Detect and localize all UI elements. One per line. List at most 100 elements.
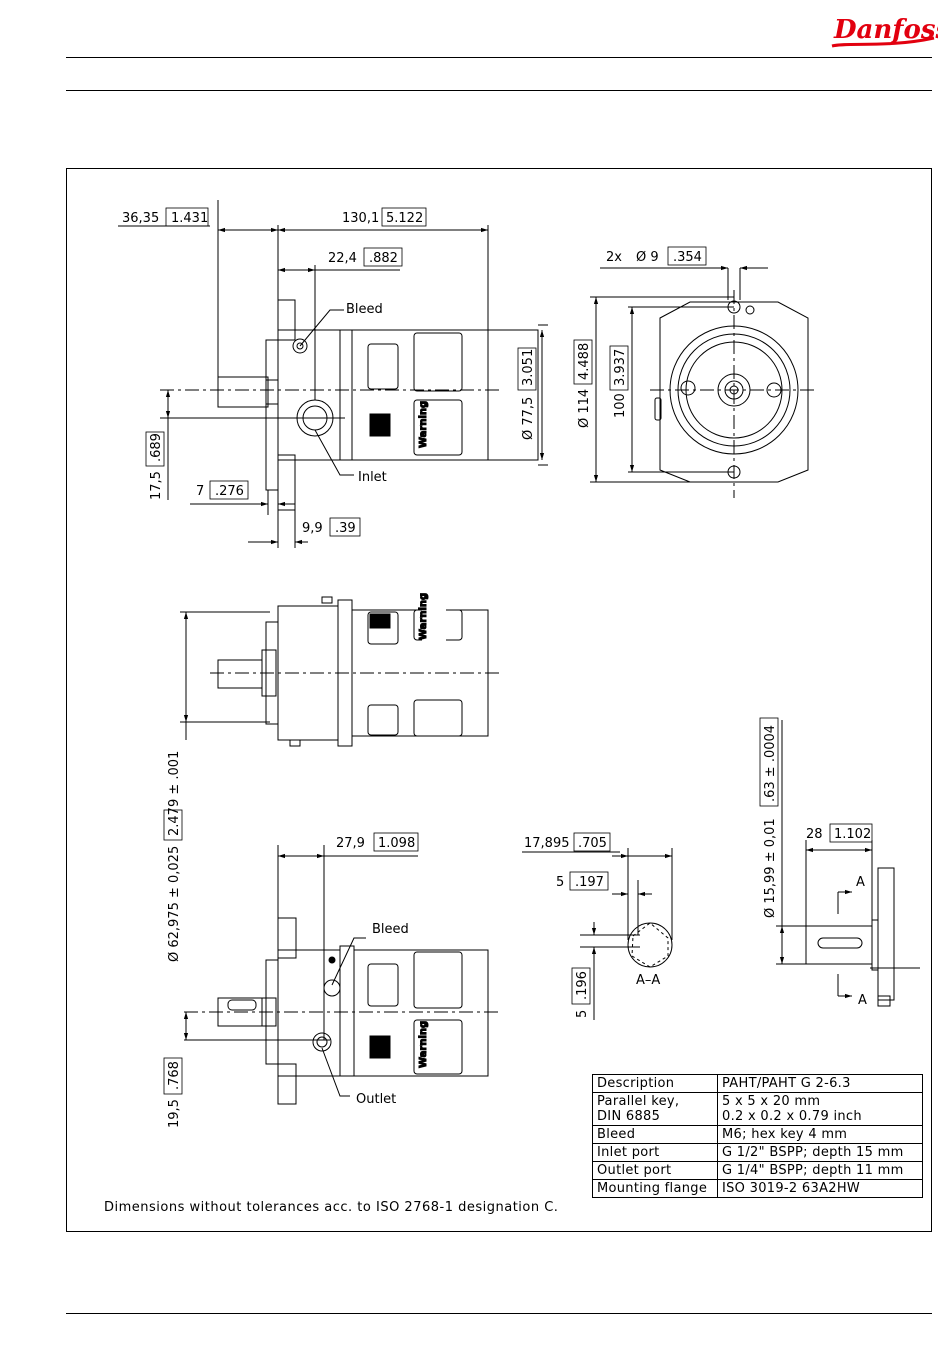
svg-text:.63 ± .0004: .63 ± .0004 (763, 725, 778, 802)
spec-value: G 1/2" BSPP; depth 15 mm (717, 1143, 923, 1162)
label-inlet: Inlet (358, 470, 387, 485)
front-view (590, 265, 818, 498)
dim-17-895: 17,895 .705 (524, 832, 611, 852)
svg-text:.196: .196 (575, 971, 590, 1000)
svg-text:17,5: 17,5 (149, 471, 164, 500)
spec-value: PAHT/PAHT G 2-6.3 (717, 1074, 923, 1093)
dim-114: Ø 114 4.488 (573, 339, 593, 428)
svg-text:.39: .39 (335, 521, 356, 536)
header-rule-bottom (66, 90, 932, 91)
svg-text:9,9: 9,9 (302, 521, 323, 536)
header-rule-top (66, 57, 932, 58)
label-bleed-top: Bleed (346, 302, 383, 317)
svg-text:1.098: 1.098 (378, 836, 415, 851)
svg-text:19,5: 19,5 (167, 1099, 182, 1128)
label-bleed-bottom: Bleed (372, 922, 409, 937)
svg-text:Warning: Warning (418, 401, 429, 448)
svg-text:4.488: 4.488 (577, 343, 592, 380)
spec-value: M6; hex key 4 mm (717, 1125, 923, 1144)
dim-77-5: Ø 77,5 3.051 (517, 347, 537, 440)
svg-text:28: 28 (806, 827, 823, 842)
svg-text:130,1: 130,1 (342, 211, 379, 226)
dimension-labels: 36,35 1.431 130,1 5.122 22,4 .882 Bleed Inl… (122, 207, 873, 1128)
svg-text:.882: .882 (369, 251, 398, 266)
svg-text:5: 5 (556, 875, 564, 890)
dim-17-5: 17,5 .689 (145, 431, 165, 500)
svg-text:.689: .689 (149, 433, 164, 462)
svg-text:17,895: 17,895 (524, 836, 570, 851)
dim-2x-9: 2x Ø 9 .354 (606, 246, 707, 266)
svg-text:2x: 2x (606, 250, 622, 265)
footer-rule (66, 1313, 932, 1314)
svg-text:36,35: 36,35 (122, 211, 159, 226)
svg-text:7: 7 (196, 484, 204, 499)
svg-text:.354: .354 (673, 250, 702, 265)
svg-text:Warning: Warning (418, 593, 429, 640)
spec-key: Description (592, 1074, 718, 1093)
dim-22-4: 22,4 .882 (328, 247, 403, 267)
svg-text:Ø 15,99 ± 0,01: Ø 15,99 ± 0,01 (763, 818, 778, 918)
label-section-a-a: A–A (636, 973, 660, 988)
spec-key: Bleed (592, 1125, 718, 1144)
shaft-detail (776, 720, 920, 1007)
svg-text:Ø 62,975 ± 0,025: Ø 62,975 ± 0,025 (167, 846, 182, 962)
svg-text:Ø 77,5: Ø 77,5 (521, 397, 536, 440)
dims-view-1 (118, 200, 548, 548)
dim-28: 28 1.102 (806, 823, 873, 843)
spec-value: G 1/4" BSPP; depth 11 mm (717, 1161, 923, 1180)
dim-19-5: 19,5 .768 (163, 1057, 183, 1128)
label-section-a-bottom: A (858, 993, 867, 1008)
dim-27-9: 27,9 1.098 (336, 832, 419, 852)
spec-key: Parallel key, DIN 6885 (592, 1092, 718, 1126)
svg-text:27,9: 27,9 (336, 836, 365, 851)
svg-text:5.122: 5.122 (386, 211, 423, 226)
dim-5b: 5 .196 (571, 967, 591, 1018)
spec-key: Outlet port (592, 1161, 718, 1180)
side-view-top: Warning (160, 299, 539, 511)
svg-text:Ø 114: Ø 114 (577, 389, 592, 428)
dim-15-99: Ø 15,99 ± 0,01 .63 ± .0004 (759, 717, 779, 918)
top-view: Warning (180, 592, 500, 747)
svg-text:.768: .768 (167, 1061, 182, 1090)
svg-text:2.479 ± .001: 2.479 ± .001 (167, 751, 182, 836)
spec-key: Mounting flange (592, 1179, 718, 1198)
svg-text:100: 100 (613, 393, 628, 418)
svg-text:5: 5 (575, 1010, 590, 1018)
dim-5a: 5 .197 (556, 871, 609, 891)
section-a-a (522, 848, 673, 1020)
dim-7: 7 .276 (196, 480, 249, 500)
svg-text:Danfoss: Danfoss (833, 15, 938, 45)
svg-text:1.102: 1.102 (834, 827, 871, 842)
svg-text:.276: .276 (215, 484, 244, 499)
dim-36-35: 36,35 1.431 (122, 207, 209, 227)
svg-text:22,4: 22,4 (328, 251, 357, 266)
dim-130-1: 130,1 5.122 (342, 207, 427, 227)
spec-value: ISO 3019-2 63A2HW (717, 1179, 923, 1198)
spec-value: 5 x 5 x 20 mm 0.2 x 0.2 x 0.79 inch (717, 1092, 923, 1126)
side-view-bottom: Warning (183, 845, 500, 1105)
dim-9-9: 9,9 .39 (302, 517, 361, 537)
danfoss-logo: Danfoss (831, 15, 938, 48)
svg-text:3.937: 3.937 (613, 349, 628, 386)
dim-62-975: Ø 62,975 ± 0,025 2.479 ± .001 (163, 751, 183, 962)
svg-text:1.431: 1.431 (171, 211, 208, 226)
svg-text:Warning: Warning (418, 1021, 429, 1068)
label-outlet: Outlet (356, 1092, 396, 1107)
label-section-a-top: A (856, 875, 865, 890)
drawing-frame (66, 168, 932, 1232)
dim-100: 100 3.937 (609, 345, 629, 418)
spec-key: Inlet port (592, 1143, 718, 1162)
tolerance-note: Dimensions without tolerances acc. to IS… (104, 1200, 559, 1215)
svg-text:Ø 9: Ø 9 (636, 250, 659, 265)
svg-text:3.051: 3.051 (521, 349, 536, 386)
svg-text:.705: .705 (578, 836, 607, 851)
svg-text:.197: .197 (575, 875, 604, 890)
